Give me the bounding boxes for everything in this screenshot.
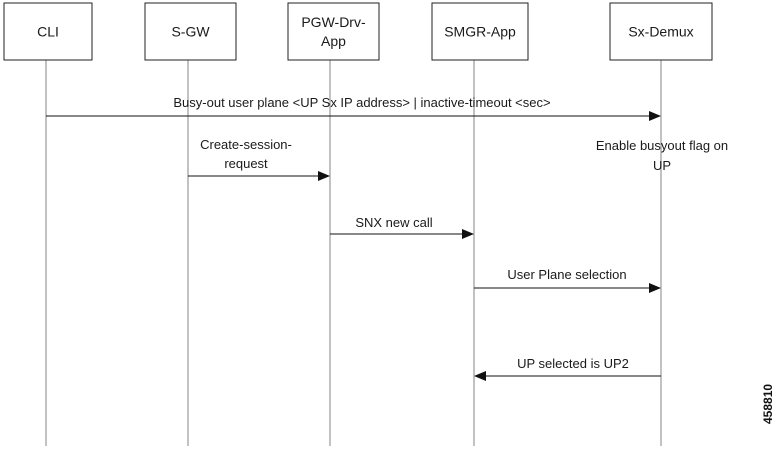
note-enable-busyout: UP [653,158,671,173]
message-label-snx-new-call: SNX new call [355,215,432,230]
message-label-up-selected: UP selected is UP2 [517,356,629,371]
participant-label-sxdemux: Sx-Demux [628,24,693,40]
note-enable-busyout: Enable busyout flag on [596,138,728,153]
participant-label-cli: CLI [37,24,59,40]
participant-label-sgw: S-GW [171,24,210,40]
participant-box-smgr [431,2,529,61]
message-label-create-session: request [224,156,268,171]
participant-label-pgw: App [321,33,346,49]
participant-box-cli [3,2,93,61]
message-label-create-session: Create-session- [200,137,292,152]
participant-box-sxdemux [609,2,713,61]
message-label-user-plane-selection: User Plane selection [507,267,626,282]
participant-label-smgr: SMGR-App [444,24,516,40]
message-label-busy-out: Busy-out user plane <UP Sx IP address> |… [173,95,550,110]
figure-id: 458810 [761,384,775,424]
participant-box-sgw [144,2,237,61]
participant-label-pgw: PGW-Drv- [301,14,366,30]
participant-box-pgw [287,2,380,61]
